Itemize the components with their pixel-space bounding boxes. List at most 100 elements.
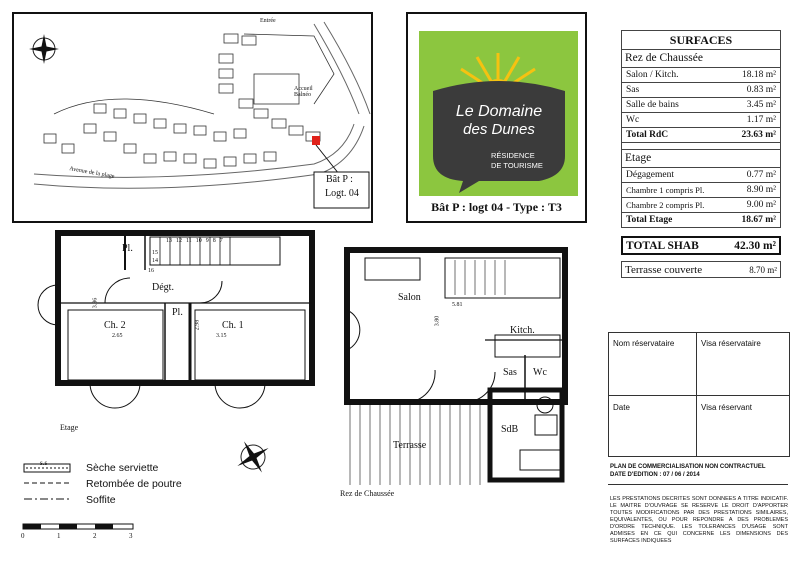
legend-item: Retombée de poutre bbox=[86, 478, 182, 490]
legend-ss-label: s.s bbox=[40, 459, 48, 467]
etage-row-value: 0.77 m² bbox=[746, 170, 776, 180]
logo-tag2: DE TOURISME bbox=[491, 161, 543, 170]
etage-dim-mid: 2.98 bbox=[194, 319, 201, 331]
logo-tag1: RÉSIDENCE bbox=[491, 151, 535, 160]
rdc-total-value: 23.63 m² bbox=[741, 130, 776, 140]
etage-total-label: Total Etage bbox=[626, 215, 673, 225]
rdc-row-label: Wc bbox=[626, 115, 640, 125]
etage-pl1-label: Pl. bbox=[122, 243, 133, 254]
rdc-salon-label: Salon bbox=[398, 292, 421, 303]
etage-stair-15: 15 bbox=[152, 250, 158, 256]
rdc-row-label: Sas bbox=[626, 85, 640, 95]
stair-number: 7 bbox=[219, 238, 223, 244]
logo-sun-icon bbox=[433, 53, 565, 193]
etage-total-row: Total Etage 18.67 m² bbox=[621, 213, 781, 228]
rdc-row-label: Salon / Kitch. bbox=[626, 70, 679, 80]
etage-ch1-dim: 3.15 bbox=[216, 333, 227, 339]
stair-number: 12 bbox=[176, 238, 182, 244]
site-plan-frame: Entrée Accueil Balnéo Avenue de la plage… bbox=[12, 12, 373, 223]
etage-caption: Etage bbox=[60, 423, 79, 432]
scale-label: 1 bbox=[57, 532, 61, 540]
etage-row: Chambre 1 compris Pl. 8.90 m² bbox=[621, 183, 781, 198]
logo-shield bbox=[433, 81, 565, 193]
logo-line1: Le Domaine bbox=[455, 103, 543, 120]
rdc-row-label: Salle de bains bbox=[626, 100, 679, 110]
rdc-total-label: Total RdC bbox=[626, 130, 669, 140]
rdc-total-row: Total RdC 23.63 m² bbox=[621, 128, 781, 143]
legend-item: Sèche serviette bbox=[86, 462, 159, 474]
logo-frame: Le Domaine des Dunes RÉSIDENCE DE TOURIS… bbox=[406, 12, 587, 223]
stair-number: 13 bbox=[166, 238, 172, 244]
visa-reservataire-label: Visa réservataire bbox=[701, 339, 761, 348]
scale-label: 3 bbox=[129, 532, 133, 540]
site-compass-icon bbox=[29, 34, 59, 64]
shab-row: TOTAL SHAB 42.30 m² bbox=[621, 236, 781, 255]
site-logt-label: Logt. 04 bbox=[325, 188, 359, 199]
etage-ch2-label: Ch. 2 bbox=[104, 320, 126, 331]
rdc-row-value: 3.45 m² bbox=[746, 100, 776, 110]
contract-box: Nom réservataire Visa réservataire Date … bbox=[608, 332, 790, 457]
etage-degt-label: Dégt. bbox=[152, 282, 174, 293]
etage-title: Etage bbox=[621, 149, 781, 168]
logo-panel: Le Domaine des Dunes RÉSIDENCE DE TOURIS… bbox=[419, 31, 578, 196]
site-reception-label: Accueil Balnéo bbox=[294, 86, 313, 98]
etage-row-label: Chambre 1 compris Pl. bbox=[626, 185, 705, 195]
rdc-row: Salon / Kitch. 18.18 m² bbox=[621, 68, 781, 83]
surfaces-title: SURFACES bbox=[621, 30, 781, 50]
etage-stair-16: 16 bbox=[148, 268, 154, 274]
etage-ch2-dim: 2.65 bbox=[112, 333, 123, 339]
rdc-terrasse-label: Terrasse bbox=[393, 440, 427, 451]
etage-total-value: 18.67 m² bbox=[741, 215, 776, 225]
etage-stair-14: 14 bbox=[152, 258, 158, 264]
rdc-dim-left: 3.80 bbox=[434, 315, 441, 327]
etage-dim-left: 3.86 bbox=[92, 297, 99, 309]
etage-row: Chambre 2 compris Pl. 9.00 m² bbox=[621, 198, 781, 213]
etage-pl2-label: Pl. bbox=[172, 307, 183, 318]
logo-line2: des Dunes bbox=[463, 121, 535, 138]
disclaimer-text: LES PRESTATIONS DECRITES SONT DONNEES A … bbox=[610, 496, 788, 544]
stair-number: 11 bbox=[186, 238, 192, 244]
stair-number: 9 bbox=[205, 238, 209, 244]
etage-floor-plan bbox=[37, 230, 315, 409]
terrasse-row: Terrasse couverte 8.70 m² bbox=[621, 261, 781, 278]
rdc-wc-label: Wc bbox=[533, 367, 547, 378]
rdc-kitch-label: Kitch. bbox=[510, 325, 535, 336]
legend-symbols bbox=[23, 463, 71, 500]
rdc-sdb-label: SdB bbox=[501, 424, 519, 435]
rdc-row-value: 1.17 m² bbox=[746, 115, 776, 125]
date-label: Date bbox=[613, 403, 630, 412]
highlighted-lot-marker bbox=[312, 136, 320, 145]
site-building-label: Bât P : bbox=[326, 174, 353, 185]
terrasse-value: 8.70 m² bbox=[749, 265, 777, 275]
shab-label: TOTAL SHAB bbox=[626, 240, 699, 252]
rdc-salon-dim: 5.81 bbox=[452, 302, 463, 308]
legend-item: Soffite bbox=[86, 494, 116, 506]
visa-reservant-label: Visa réservant bbox=[701, 403, 752, 412]
plan-divider bbox=[608, 484, 788, 485]
scale-bar bbox=[22, 523, 134, 530]
rdc-row-value: 0.83 m² bbox=[746, 85, 776, 95]
rdc-row: Salle de bains 3.45 m² bbox=[621, 98, 781, 113]
terrasse-label: Terrasse couverte bbox=[625, 264, 703, 276]
etage-row-label: Dégagement bbox=[626, 170, 675, 180]
etage-row: Dégagement 0.77 m² bbox=[621, 168, 781, 183]
site-plan-drawing bbox=[29, 21, 371, 209]
compass-icon bbox=[237, 441, 269, 473]
rdc-row: Sas 0.83 m² bbox=[621, 83, 781, 98]
rdc-floor-plan bbox=[344, 247, 568, 485]
shab-value: 42.30 m² bbox=[734, 240, 776, 252]
site-entrance-label: Entrée bbox=[260, 18, 276, 24]
edition-date: DATE D'EDITION : 07 / 06 / 2014 bbox=[610, 472, 700, 478]
plan-title: PLAN DE COMMERCIALISATION NON CONTRACTUE… bbox=[610, 464, 766, 470]
etage-row-value: 9.00 m² bbox=[746, 200, 776, 210]
etage-row-value: 8.90 m² bbox=[746, 185, 776, 195]
stair-number: 10 bbox=[195, 238, 202, 244]
surfaces-table: SURFACES Rez de Chaussée Salon / Kitch.1… bbox=[621, 30, 781, 278]
rdc-caption: Rez de Chaussée bbox=[340, 489, 395, 498]
rdc-sas-label: Sas bbox=[503, 367, 517, 378]
etage-row-label: Chambre 2 compris Pl. bbox=[626, 200, 705, 210]
rdc-row-value: 18.18 m² bbox=[742, 70, 776, 80]
scale-label: 0 bbox=[21, 532, 25, 540]
rdc-row: Wc 1.17 m² bbox=[621, 113, 781, 128]
